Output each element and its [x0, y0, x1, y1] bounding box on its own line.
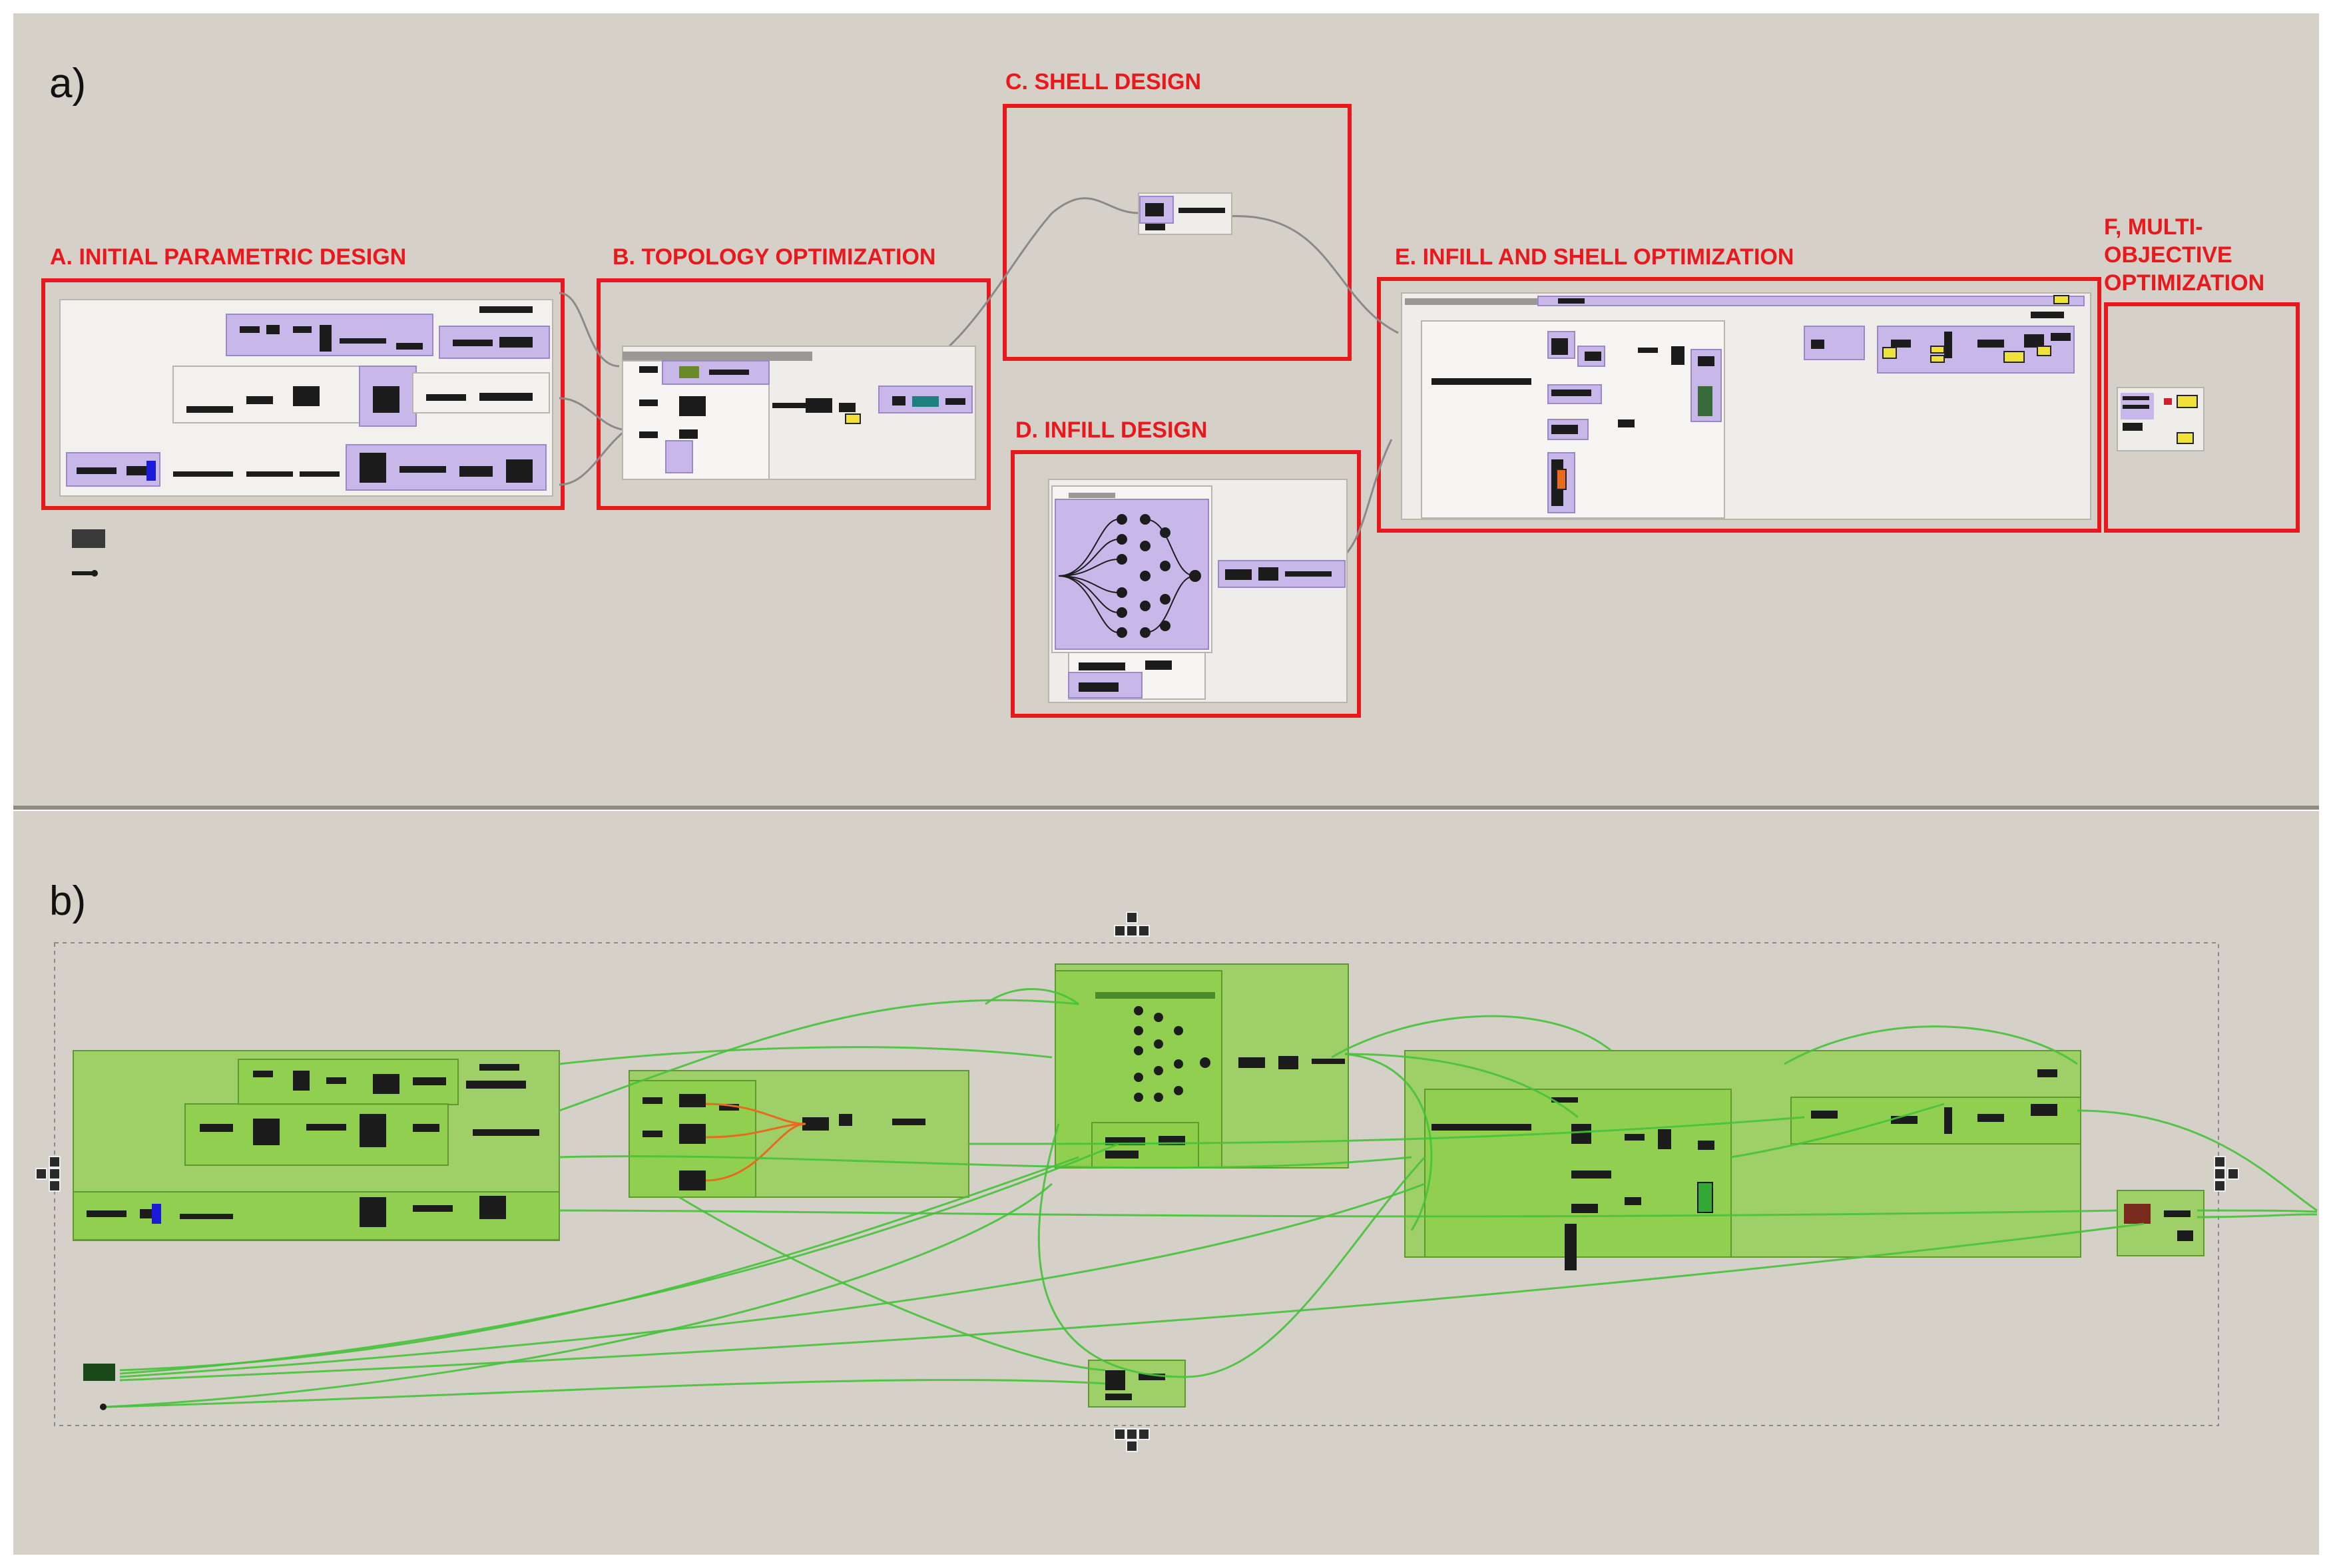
- zoom-nav-control-left[interactable]: [35, 1154, 75, 1194]
- region-f-label-line-2: OBJECTIVE: [2104, 242, 2232, 268]
- definition-graph-b: [54, 942, 2318, 1426]
- zoom-nav-control-bottom[interactable]: [1112, 1426, 1152, 1466]
- grasshopper-canvas-b[interactable]: b): [13, 811, 2319, 1555]
- region-a-box: [41, 278, 565, 510]
- orange-wires-b: [705, 1103, 806, 1182]
- green-groups: [73, 963, 2204, 1408]
- region-b-label: B. TOPOLOGY OPTIMIZATION: [613, 244, 936, 270]
- selection-box: [54, 942, 2219, 1426]
- grasshopper-canvas-a[interactable]: a) A. INITIAL PARAMETRIC DESIGN B. TOPOL…: [13, 13, 2319, 806]
- zoom-nav-control-icon: [1114, 912, 1150, 937]
- region-f-label-line-1: F, MULTI-: [2104, 214, 2203, 240]
- region-c-label: C. SHELL DESIGN: [1005, 69, 1202, 95]
- zoom-nav-control-top[interactable]: [1112, 911, 1152, 951]
- panel-b-label: b): [49, 878, 87, 924]
- panel-a-label: a): [49, 61, 87, 107]
- zoom-nav-control-icon: [1114, 1428, 1150, 1452]
- wires-b: [106, 988, 2318, 1408]
- region-c-box: [1003, 104, 1352, 361]
- region-f-label: F, MULTI- OBJECTIVE OPTIMIZATION: [2104, 213, 2264, 297]
- region-b-box: [597, 278, 991, 510]
- panel-divider: [13, 806, 2319, 810]
- zoom-nav-control-icon: [35, 1156, 61, 1192]
- components-b-panel: [83, 992, 2193, 1410]
- region-d-label: D. INFILL DESIGN: [1015, 417, 1208, 443]
- region-a-label: A. INITIAL PARAMETRIC DESIGN: [50, 244, 407, 270]
- component-blue-b: [152, 1204, 161, 1224]
- region-d-box: [1011, 450, 1361, 718]
- zoom-nav-control-icon: [2214, 1156, 2239, 1192]
- region-f-box: [2104, 302, 2300, 533]
- loose-components-a: [72, 529, 105, 577]
- component-green-b: [1697, 1182, 1713, 1213]
- region-e-label: E. INFILL AND SHELL OPTIMIZATION: [1395, 244, 1794, 270]
- region-e-box: [1377, 277, 2101, 533]
- region-f-label-line-3: OPTIMIZATION: [2104, 270, 2265, 296]
- zoom-nav-control-right[interactable]: [2212, 1154, 2252, 1194]
